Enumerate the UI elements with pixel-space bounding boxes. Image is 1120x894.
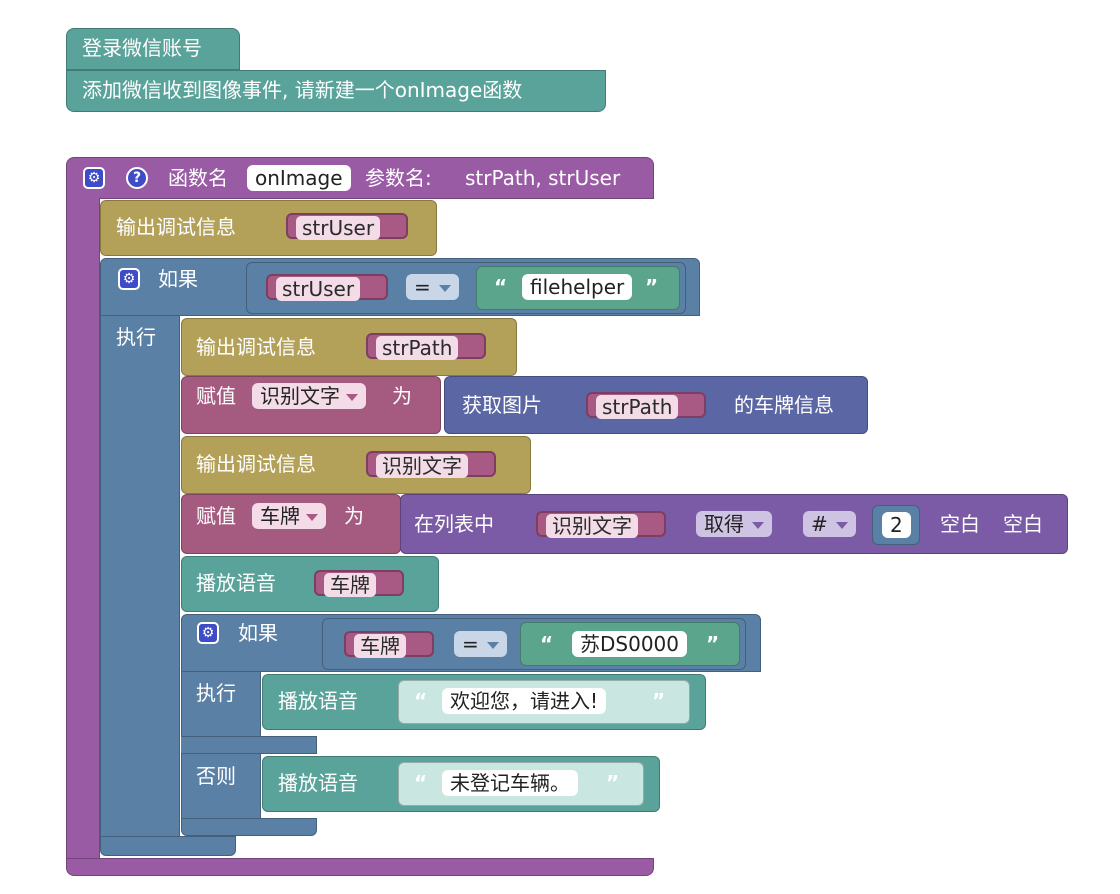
get-plate-call-label: 获取图片: [462, 393, 542, 417]
list-get-label: 在列表中: [414, 512, 494, 536]
var-plate-compare-pill[interactable]: 车牌: [344, 631, 434, 658]
string-filehelper-field[interactable]: filehelper: [522, 274, 633, 300]
play-voice-label: 播放语音: [196, 571, 276, 595]
list-index-op-value: #: [811, 512, 828, 536]
var-plate-pill[interactable]: 车牌: [314, 570, 404, 597]
chevron-down-icon: [386, 226, 399, 233]
chevron-down-icon: [438, 285, 451, 292]
compare-operator-dropdown[interactable]: =: [406, 274, 459, 300]
function-params-value: strPath, strUser: [465, 166, 621, 190]
compare-plate-operator-dropdown[interactable]: =: [454, 631, 507, 657]
assign-var-ocr-value: 识别文字: [260, 384, 340, 408]
list-get-op-dropdown[interactable]: 取得: [696, 511, 772, 537]
assign-var-plate-value: 车牌: [260, 504, 300, 528]
chevron-down-icon: [684, 405, 697, 412]
get-plate-suffix-label: 的车牌信息: [734, 393, 834, 417]
function-params-label: 参数名:: [365, 166, 432, 190]
var-strUser-pill[interactable]: strUser: [286, 213, 409, 240]
var-ocr-list-field: 识别文字: [546, 514, 638, 538]
var-strPath-arg-pill[interactable]: strPath: [586, 392, 707, 419]
var-strPath-arg-field: strPath: [596, 395, 679, 419]
play-voice-label: 播放语音: [278, 689, 358, 713]
if-else-else-label: 否则: [196, 764, 236, 788]
trim-label-1: 空白: [940, 512, 980, 536]
list-index-op-dropdown[interactable]: #: [803, 511, 856, 537]
close-quote-icon: ”: [652, 689, 666, 713]
chevron-down-icon: [346, 394, 358, 401]
compare-operator-value: =: [414, 275, 431, 299]
function-settings-gear-icon[interactable]: ⚙: [83, 167, 105, 189]
number-field[interactable]: 2: [882, 512, 911, 538]
var-strUser-compare-field: strUser: [276, 277, 361, 301]
close-quote-icon: ”: [706, 632, 720, 656]
chevron-down-icon: [752, 522, 764, 529]
chevron-down-icon: [382, 583, 394, 590]
login-wechat-label: 登录微信账号: [82, 36, 202, 60]
function-left-rail: [66, 198, 100, 862]
chevron-down-icon: [412, 644, 424, 651]
chevron-down-icon: [644, 524, 656, 531]
debug-print-label: 输出调试信息: [196, 452, 316, 476]
chevron-down-icon: [366, 287, 379, 294]
var-strUser-field: strUser: [296, 216, 381, 240]
open-quote-icon: “: [540, 632, 554, 656]
string-welcome-field[interactable]: 欢迎您，请进入!: [442, 688, 607, 714]
var-ocr-field: 识别文字: [376, 454, 468, 478]
assign-var-plate-dropdown[interactable]: 车牌: [252, 503, 326, 529]
if-label: 如果: [158, 267, 198, 291]
close-quote-icon: ”: [606, 771, 620, 795]
var-plate-compare-field: 车牌: [354, 634, 406, 658]
open-quote-icon: “: [414, 689, 428, 713]
close-quote-icon: ”: [645, 275, 659, 299]
var-strPath-field: strPath: [376, 336, 459, 360]
if-else-mid-bar: [181, 736, 317, 754]
if-do-label: 执行: [116, 325, 156, 349]
var-strPath-pill[interactable]: strPath: [366, 333, 487, 360]
function-footer: [66, 858, 654, 876]
trim-label-2: 空白: [1003, 512, 1043, 536]
chevron-down-icon: [486, 642, 499, 649]
chevron-down-icon: [464, 346, 477, 353]
if-else-do-label: 执行: [196, 681, 236, 705]
if-else-label: 如果: [238, 621, 278, 645]
compare-plate-operator-value: =: [462, 632, 479, 656]
debug-print-label: 输出调试信息: [116, 215, 236, 239]
assign-label: 赋值: [196, 504, 236, 528]
login-wechat-block[interactable]: [66, 28, 240, 70]
string-unregistered-field[interactable]: 未登记车辆。: [442, 770, 578, 796]
chevron-down-icon: [835, 522, 848, 529]
var-ocr-list-pill[interactable]: 识别文字: [536, 511, 666, 538]
image-event-label: 添加微信收到图像事件, 请新建一个onImage函数: [82, 78, 523, 102]
assign-var-ocr-dropdown[interactable]: 识别文字: [252, 383, 366, 409]
image-event-block[interactable]: [66, 70, 606, 112]
function-header[interactable]: [66, 157, 654, 199]
number-block[interactable]: [872, 505, 920, 545]
open-quote-icon: “: [494, 275, 508, 299]
chevron-down-icon: [306, 514, 318, 521]
if-else-settings-gear-icon[interactable]: ⚙: [197, 622, 219, 644]
var-strUser-compare-pill[interactable]: strUser: [266, 274, 389, 301]
play-voice-label: 播放语音: [278, 771, 358, 795]
var-plate-field: 车牌: [324, 573, 376, 597]
function-help-icon[interactable]: ?: [126, 167, 148, 189]
string-plate-field[interactable]: 苏DS0000: [572, 631, 687, 657]
if-settings-gear-icon[interactable]: ⚙: [118, 268, 140, 290]
function-name-label: 函数名: [168, 166, 228, 190]
if-else-footer: [181, 818, 317, 836]
assign-as-label: 为: [392, 384, 412, 408]
assign-as-label: 为: [344, 504, 364, 528]
chevron-down-icon: [474, 464, 486, 471]
var-ocr-pill[interactable]: 识别文字: [366, 451, 496, 478]
debug-print-label: 输出调试信息: [196, 335, 316, 359]
if-block-left-rail: [100, 316, 180, 836]
function-name-field[interactable]: onImage: [247, 165, 351, 191]
list-get-op-value: 取得: [704, 512, 744, 536]
open-quote-icon: “: [414, 771, 428, 795]
assign-label: 赋值: [196, 384, 236, 408]
if-block-footer: [100, 836, 236, 856]
